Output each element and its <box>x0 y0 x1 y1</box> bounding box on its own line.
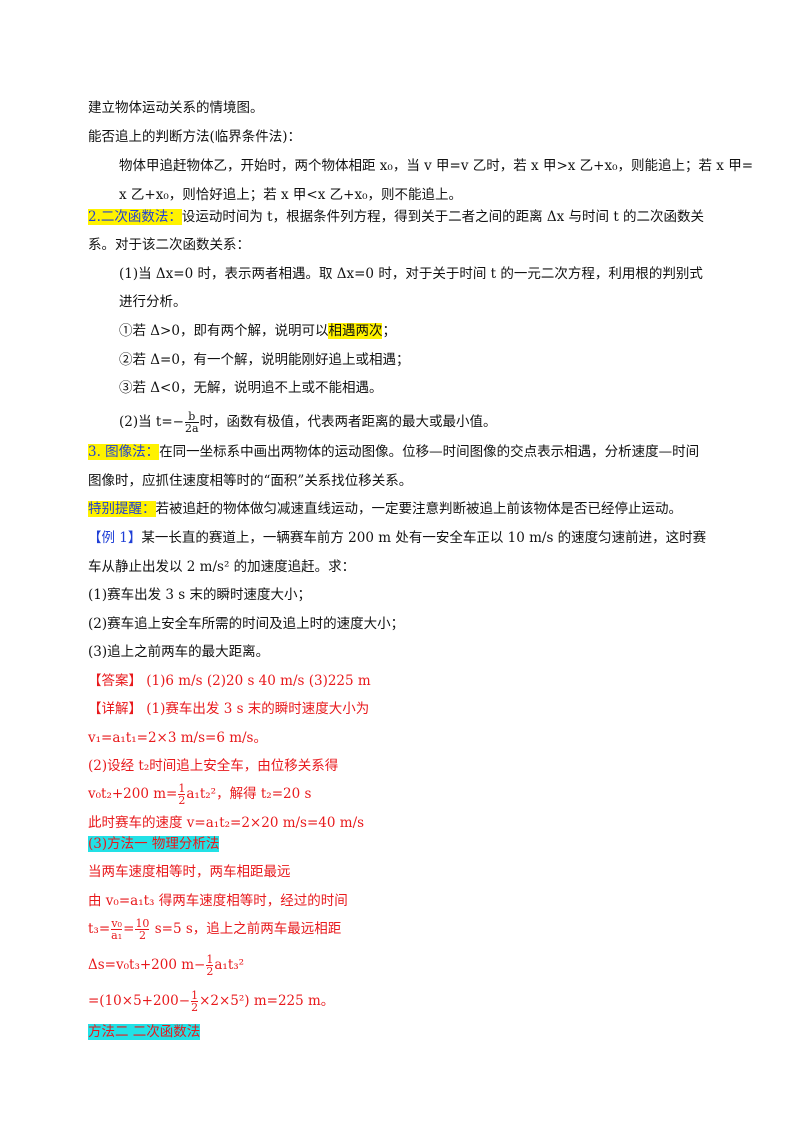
denominator: 2 <box>135 929 150 941</box>
denominator: 2 <box>206 965 214 978</box>
text-line: 【例 1】某一长直的赛道上，一辆赛车前方 200 m 处有一安全车正以 10 m… <box>88 528 706 548</box>
method-text: 设运动时间为 t，根据条件列方程，得到关于二者之间的距离 Δx 与时间 t 的二… <box>181 209 705 225</box>
text-line: ①若 Δ>0，即有两个解，说明可以相遇两次； <box>119 321 396 341</box>
text-segment: t₃= <box>88 921 111 937</box>
denominator: a₁ <box>111 929 123 942</box>
text-line: 车从静止出发以 2 m/s² 的加速度追赶。求： <box>88 559 356 575</box>
denominator: 2a <box>184 422 199 435</box>
numerator: 1 <box>191 989 199 1002</box>
text-line: 物体甲追赶物体乙，开始时，两个物体相距 x₀，当 v 甲=v 乙时，若 x 甲>… <box>119 158 754 174</box>
text-line: 图像时，应抓住速度相等时的“面积”关系找位移关系。 <box>88 473 413 489</box>
note-heading: 特别提醒： <box>88 501 156 517</box>
method-text: 在同一坐标系中画出两物体的运动图像。位移—时间图像的交点表示相遇，分析速度—时间 <box>159 444 700 460</box>
section-heading: 能否追上的判断方法(临界条件法)： <box>88 129 302 145</box>
denominator: 2 <box>178 794 186 807</box>
method-label: (3)方法一 物理分析法 <box>88 834 220 854</box>
numerator: v₀ <box>111 917 122 930</box>
text-segment: ①若 Δ>0，即有两个解，说明可以 <box>119 323 329 339</box>
text-line: (1)赛车出发 3 s 末的瞬时速度大小； <box>88 587 312 603</box>
text-line: 特别提醒：若被追赶的物体做匀减速直线运动，一定要注意判断被追上前该物体是否已经停… <box>88 499 682 519</box>
text-segment: s=5 s，追上之前两车最远相距 <box>150 921 342 937</box>
text-line: ②若 Δ=0，有一个解，说明能刚好追上或相遇； <box>119 352 410 368</box>
denominator: 2 <box>191 1001 199 1014</box>
method-label: 方法二 二次函数法 <box>88 1022 201 1042</box>
method-heading: 2.二次函数法： <box>88 209 182 225</box>
numerator: 10 <box>135 917 150 930</box>
solution-line: 【详解】 (1)赛车出发 3 s 末的瞬时速度大小为 <box>88 701 370 717</box>
text-segment: v₀t₂+200 m= <box>88 786 178 802</box>
method-heading: 3. 图像法： <box>88 444 160 460</box>
text-segment: ×2×5²) m=225 m。 <box>199 993 335 1009</box>
text-line: 3. 图像法：在同一坐标系中画出两物体的运动图像。位移—时间图像的交点表示相遇，… <box>88 442 699 462</box>
text-line: (1)当 Δx=0 时，表示两者相遇。取 Δx=0 时，对于关于时间 t 的一元… <box>119 266 703 282</box>
example-tag: 【例 1】 <box>88 530 142 546</box>
answer-line: 【答案】 (1)6 m/s (2)20 s 40 m/s (3)225 m <box>88 673 371 689</box>
solution-line: (2)设经 t₂时间追上安全车，由位移关系得 <box>88 758 339 774</box>
numerator: 1 <box>178 782 186 795</box>
text-segment: a₁t₃² <box>214 957 245 973</box>
text-segment: a₁t₂²，解得 t₂=20 s <box>186 786 312 802</box>
solution-line: v₁=a₁t₁=2×3 m/s=6 m/s。 <box>88 730 267 746</box>
text-line: 2.二次函数法：设运动时间为 t，根据条件列方程，得到关于二者之间的距离 Δx … <box>88 207 704 227</box>
note-text: 若被追赶的物体做匀减速直线运动，一定要注意判断被追上前该物体是否已经停止运动。 <box>155 501 683 517</box>
numerator: b <box>188 410 196 423</box>
text-segment: =(10×5+200− <box>88 993 191 1009</box>
solution-line: 此时赛车的速度 v=a₁t₂=2×20 m/s=40 m/s <box>88 815 365 831</box>
numerator: 1 <box>206 953 214 966</box>
text-segment: = <box>123 921 135 937</box>
text-line: (3)追上之前两车的最大距离。 <box>88 644 270 660</box>
text-line: 系。对于该二次函数关系： <box>88 237 250 253</box>
highlighted-text: 相遇两次 <box>328 323 383 339</box>
text-line: x 乙+x₀，则恰好追上；若 x 甲<x 乙+x₀，则不能追上。 <box>119 187 462 203</box>
text-line: (2)赛车追上安全车所需的时间及追上时的速度大小； <box>88 616 405 632</box>
example-text: 某一长直的赛道上，一辆赛车前方 200 m 处有一安全车正以 10 m/s 的速… <box>141 530 707 546</box>
text-segment: Δs=v₀t₃+200 m− <box>88 957 206 973</box>
solution-line: 当两车速度相等时，两车相距最远 <box>88 864 291 880</box>
highlighted-heading: (3)方法一 物理分析法 <box>88 836 220 852</box>
solution-line: 由 v₀=a₁t₃ 得两车速度相等时，经过的时间 <box>88 893 348 909</box>
text-line: 进行分析。 <box>119 294 187 310</box>
highlighted-heading: 方法二 二次函数法 <box>88 1024 201 1040</box>
text-line: 建立物体运动关系的情境图。 <box>88 100 264 116</box>
text-segment: ； <box>382 323 396 339</box>
text-segment: 时，函数有极值，代表两者距离的最大或最小值。 <box>199 414 497 430</box>
text-line: ③若 Δ<0，无解，说明追不上或不能相遇。 <box>119 380 383 396</box>
text-segment: (2)当 t=− <box>119 414 184 430</box>
